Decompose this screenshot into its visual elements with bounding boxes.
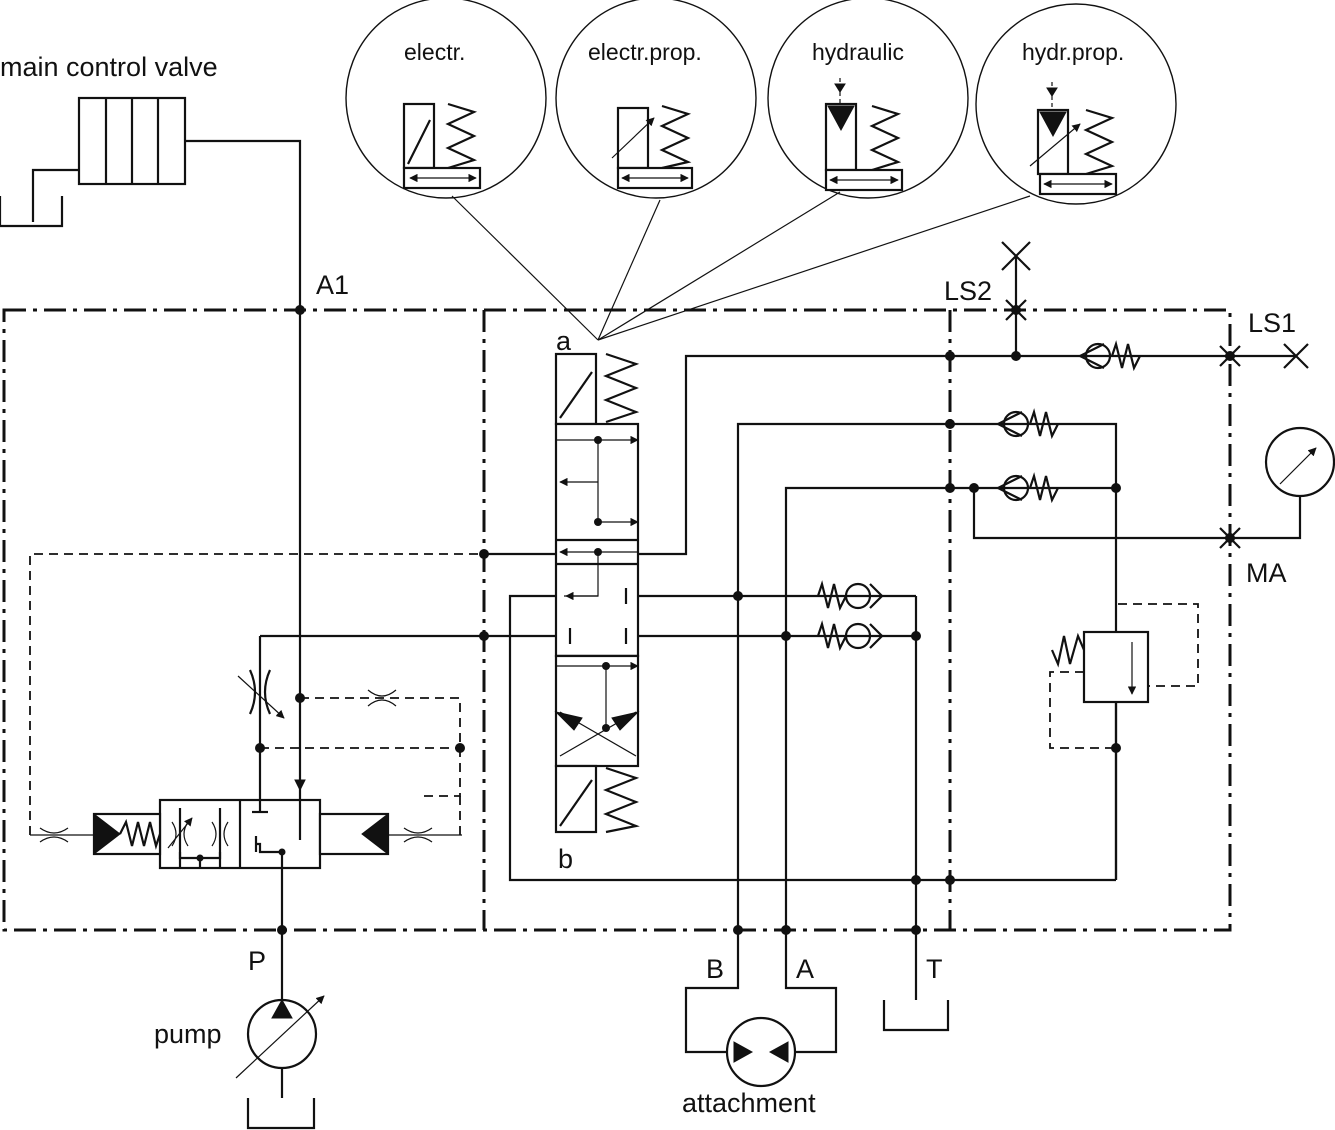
pump-label: pump (154, 1019, 222, 1049)
ls1-label: LS1 (1248, 308, 1296, 338)
actuation-option-hydraulic-proportional (975, 3, 1177, 205)
ls2-label: LS2 (944, 276, 992, 306)
actuation-label-electr: electr. (404, 39, 465, 65)
actuation-callout-lines (451, 191, 1031, 341)
port-a-upper-label: a (556, 326, 572, 356)
actuation-label-hydraulic: hydraulic (812, 39, 904, 65)
directional-control-valve (479, 351, 1230, 882)
port-b-lower-label: b (558, 844, 573, 874)
actuation-label-electr-prop: electr.prop. (588, 39, 702, 65)
load-sensing-section (969, 241, 1335, 880)
actuation-option-electric-proportional (555, 0, 757, 199)
anti-cavitation-checks (733, 419, 1118, 935)
main-control-valve (0, 96, 302, 310)
port-p-label: P (248, 946, 266, 976)
actuation-option-hydraulic (767, 0, 969, 199)
valve-module-frame (2, 308, 1232, 932)
port-a-label: A (796, 954, 814, 984)
pressure-compensator-section (29, 310, 560, 1000)
pump (235, 995, 325, 1130)
port-t-label: T (926, 954, 943, 984)
attachment-motor (684, 930, 950, 1088)
main-control-valve-label: main control valve (0, 52, 218, 82)
port-b-label: B (706, 954, 724, 984)
a1-label: A1 (316, 270, 349, 300)
attachment-label: attachment (682, 1088, 816, 1118)
a1-junction (295, 305, 305, 315)
ma-label: MA (1246, 558, 1287, 588)
actuation-option-electric (345, 0, 547, 199)
actuation-label-hydr-prop: hydr.prop. (1022, 39, 1124, 65)
